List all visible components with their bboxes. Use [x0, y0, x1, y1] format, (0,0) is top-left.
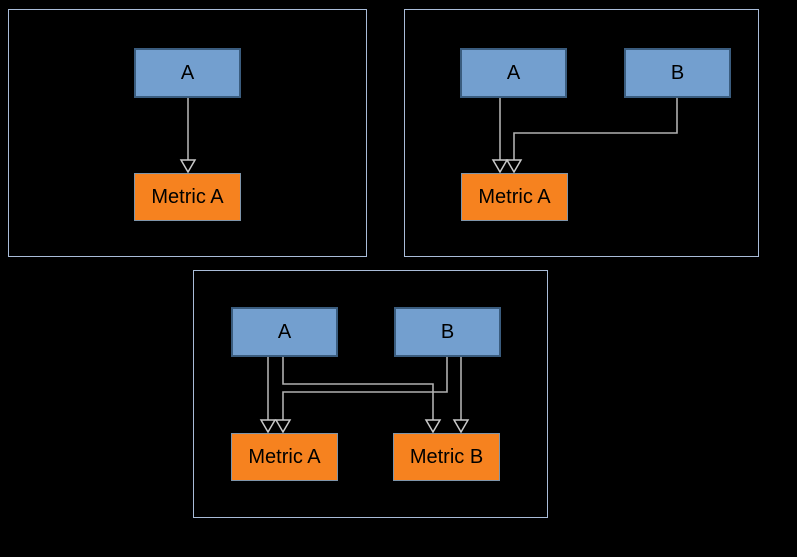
metric-box-a: Metric A — [231, 433, 338, 481]
panel-two-sources-two-metrics — [193, 270, 548, 518]
entity-box-a: A — [231, 307, 338, 357]
panel-one-source-one-metric — [8, 9, 367, 257]
entity-box-a: A — [460, 48, 567, 98]
metric-box-a: Metric A — [461, 173, 568, 221]
entity-box-a: A — [134, 48, 241, 98]
metric-box-a: Metric A — [134, 173, 241, 221]
entity-box-b: B — [624, 48, 731, 98]
entity-box-b: B — [394, 307, 501, 357]
metric-box-b: Metric B — [393, 433, 500, 481]
panel-two-sources-one-metric — [404, 9, 759, 257]
